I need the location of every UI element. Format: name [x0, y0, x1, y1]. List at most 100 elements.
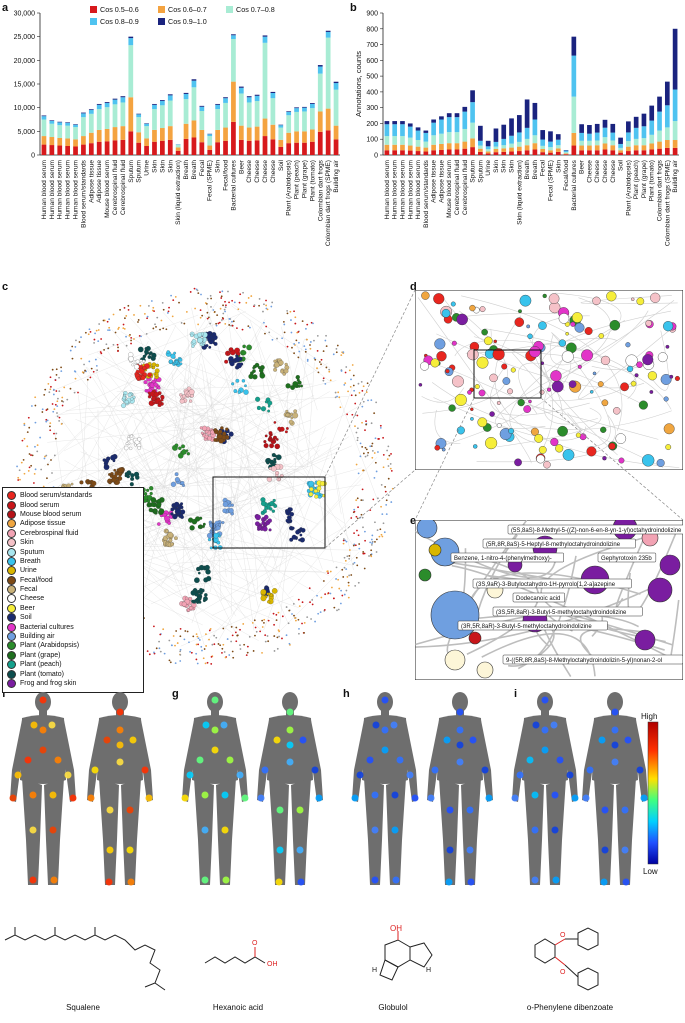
network-node: [183, 322, 186, 325]
network-node: [373, 452, 376, 454]
network-node: [238, 301, 241, 304]
network-node: [370, 544, 373, 546]
network-node: [373, 476, 376, 479]
legend-dot: [7, 566, 16, 576]
network-node: [534, 434, 544, 443]
measurement-spot: [351, 794, 359, 802]
network-node: [606, 291, 617, 302]
network-node: [73, 370, 76, 373]
network-node: [550, 437, 559, 447]
bar-segment: [49, 145, 55, 155]
network-node: [218, 321, 221, 324]
bar-segment: [633, 145, 639, 151]
bar-segment: [407, 123, 413, 127]
network-edge: [211, 570, 305, 616]
bar-segment: [128, 131, 134, 155]
legend-swatch: [158, 18, 165, 25]
bar-segment: [215, 142, 220, 155]
measurement-spot: [445, 878, 453, 886]
network-node: [337, 608, 340, 611]
network-node: [212, 309, 215, 311]
bar-segment: [57, 145, 63, 155]
network-node: [255, 630, 258, 633]
network-node: [267, 400, 273, 406]
network-edge: [179, 379, 304, 453]
network-node: [374, 461, 377, 464]
network-node: [128, 356, 134, 362]
x-tick-label: Cheese: [594, 160, 601, 183]
measurement-spot: [371, 791, 379, 799]
network-node: [350, 517, 353, 519]
x-tick-label: Breath: [191, 160, 198, 180]
bar-segment: [333, 125, 339, 140]
bar-segment: [657, 141, 662, 149]
legend-label: Cheese: [20, 595, 45, 603]
body-maps: [9, 692, 659, 886]
network-node: [357, 581, 360, 584]
y-tick-label: 20,000: [14, 58, 36, 65]
network-node: [218, 438, 224, 444]
network-node: [245, 301, 248, 304]
measurement-spot: [586, 766, 594, 774]
x-tick-label: Cheese: [586, 160, 593, 183]
network-node: [189, 650, 191, 653]
network-node: [347, 581, 350, 584]
legend-label: Plant (peach): [20, 661, 62, 669]
network-node: [363, 567, 366, 570]
network-edge: [274, 551, 360, 637]
network-node: [318, 361, 321, 363]
network-node: [16, 465, 18, 468]
network-node: [58, 376, 60, 379]
bar-segment: [65, 122, 70, 126]
panel-letter-b: b: [350, 2, 357, 14]
legend-dot: [7, 491, 16, 501]
network-node: [45, 418, 48, 421]
bar-segment: [649, 134, 655, 144]
network-node: [526, 324, 531, 329]
bar-segment: [532, 102, 538, 120]
legend-label: Fecal: [20, 586, 38, 594]
network-node: [61, 404, 64, 407]
network-node: [229, 361, 235, 367]
ester-o1: O: [560, 932, 566, 939]
bar-segment: [231, 121, 236, 155]
bar-segment: [485, 149, 491, 152]
network-node: [46, 477, 48, 480]
bar-segment: [325, 30, 331, 32]
network-node: [416, 520, 438, 539]
network-edge: [181, 443, 191, 587]
network-node: [445, 369, 450, 374]
network-node: [209, 322, 212, 325]
network-node: [441, 308, 451, 318]
x-tick-label: Sputum: [470, 160, 477, 183]
network-node: [354, 425, 356, 428]
bar-segment: [136, 113, 142, 115]
x-tick-label: Breath: [524, 160, 531, 180]
measurement-spot: [531, 826, 539, 834]
network-node: [309, 341, 312, 343]
network-node: [239, 644, 241, 647]
network-node: [95, 365, 98, 367]
measurement-spot: [372, 721, 380, 729]
network-node: [194, 307, 197, 310]
measurement-spot: [201, 826, 209, 834]
network-node: [489, 411, 495, 417]
bar-segment: [317, 65, 323, 67]
network-node: [430, 358, 440, 368]
network-node: [361, 389, 364, 392]
network-node: [317, 612, 320, 615]
bar-segment: [439, 143, 444, 150]
network-edge: [47, 392, 240, 484]
network-node: [383, 531, 386, 534]
bar-segment: [254, 126, 260, 141]
network-node: [60, 366, 62, 369]
network-edge: [193, 384, 304, 577]
network-node: [364, 429, 366, 432]
network-node: [348, 549, 351, 551]
measurement-spot: [381, 696, 389, 704]
measurement-spot: [391, 791, 399, 799]
network-node: [476, 356, 489, 369]
network-node: [418, 383, 423, 387]
network-edge: [259, 407, 295, 435]
